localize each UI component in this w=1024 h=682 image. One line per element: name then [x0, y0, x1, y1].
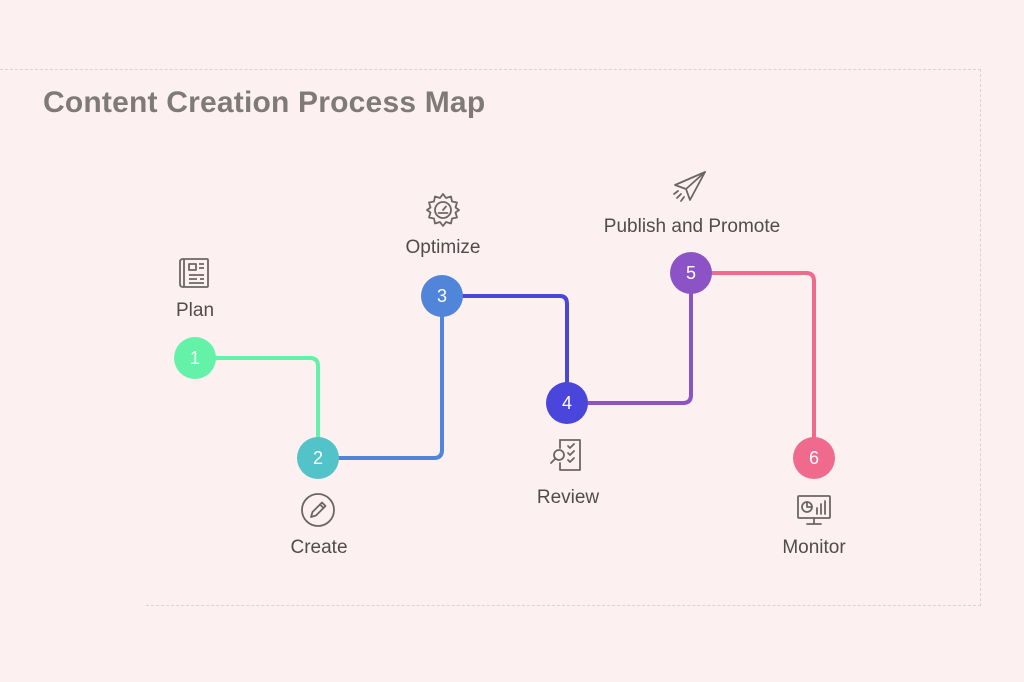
connector-4-5 [565, 271, 693, 405]
step-node-2: 2 [297, 437, 339, 479]
svg-text:3: 3 [437, 286, 447, 306]
frame-right-border [980, 69, 981, 606]
step-label-publish-and-promote: Publish and Promote [603, 216, 781, 237]
frame-top-border [0, 69, 981, 70]
step-node-4: 4 [546, 382, 588, 424]
paper-plane-icon [673, 171, 706, 202]
svg-text:1: 1 [190, 348, 200, 368]
svg-text:2: 2 [313, 448, 323, 468]
connector-5-6 [689, 271, 816, 460]
connector-3-4 [440, 294, 569, 405]
step-label-plan: Plan [175, 300, 215, 321]
svg-text:4: 4 [562, 393, 572, 413]
monitor-chart-icon [797, 495, 831, 525]
svg-text:6: 6 [809, 448, 819, 468]
blueprint-icon [179, 258, 209, 288]
gear-icon [426, 193, 460, 227]
step-label-create: Create [290, 537, 348, 558]
step-node-5: 5 [670, 252, 712, 294]
pencil-icon [301, 493, 335, 527]
connector-2-3 [316, 294, 444, 460]
step-node-1: 1 [174, 337, 216, 379]
review-document-icon [550, 439, 581, 471]
page-title: Content Creation Process Map [43, 86, 486, 119]
connector-1-2 [193, 356, 320, 460]
svg-text:5: 5 [686, 263, 696, 283]
step-label-optimize: Optimize [405, 237, 481, 258]
step-label-monitor: Monitor [782, 537, 846, 558]
step-node-6: 6 [793, 437, 835, 479]
frame-bottom-border [146, 605, 981, 606]
step-node-3: 3 [421, 275, 463, 317]
step-label-review: Review [536, 487, 600, 508]
